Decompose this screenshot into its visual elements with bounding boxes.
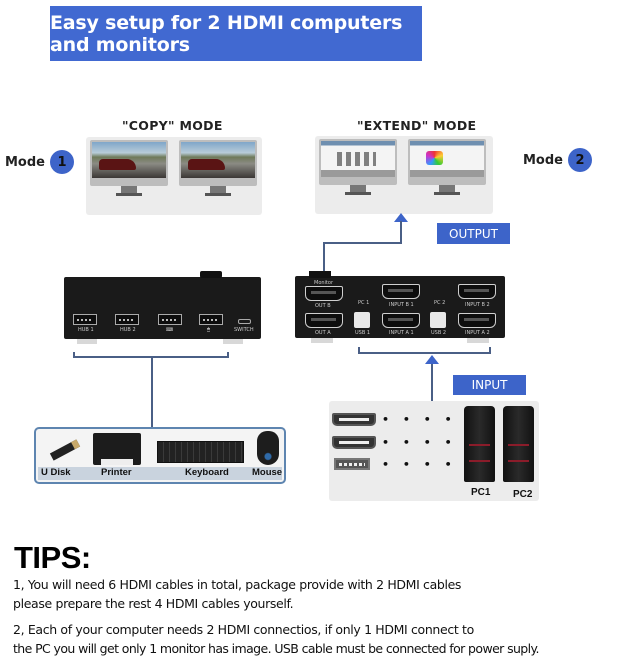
usb-b-port-1 [354, 312, 370, 328]
usb-port-mouse [199, 314, 223, 325]
switch-button [200, 271, 222, 278]
port-label: INPUT B 2 [465, 302, 490, 308]
port-label: HUB 1 [78, 327, 94, 333]
hdmi-port-out-a [305, 313, 343, 328]
port-label: HUB 2 [120, 327, 136, 333]
connection-dots: • • • • •> [382, 413, 492, 426]
output-tag: OUTPUT [437, 223, 510, 244]
peripheral-labels: U Disk Printer Keyboard Mouse [38, 467, 282, 480]
port-label: INPUT A 1 [389, 330, 414, 336]
printer-icon [93, 433, 141, 465]
mode-1-label: Mode 1 [5, 150, 74, 174]
tip-1-line-1: 1, You will need 6 HDMI cables in total,… [13, 577, 462, 592]
port-label: INPUT A 2 [465, 330, 490, 336]
printer-label: Printer [101, 467, 132, 478]
usb-cable-icon [334, 458, 370, 470]
mode-2-badge: 2 [568, 148, 592, 172]
connection-dots: • • • • •> [382, 458, 492, 471]
mouse-icon: 🖱 [207, 327, 211, 333]
input-panel: • • • • •> • • • • •> • • • • •> PC1 PC2 [329, 401, 539, 501]
tips-title: TIPS: [14, 540, 91, 575]
pc2-tower-icon [503, 406, 534, 482]
pc1-label: PC1 [471, 487, 491, 498]
hdmi-port-input-b2 [458, 284, 496, 299]
monitor-1 [319, 139, 397, 199]
mode-1-badge: 1 [50, 150, 74, 174]
monitor-1 [90, 140, 168, 200]
pc2-label: PC2 [513, 489, 533, 500]
port-label: USB 2 [431, 330, 447, 336]
tip-2-line-1: 2, Each of your computer needs 2 HDMI co… [13, 622, 474, 637]
port-label: Monitor [314, 280, 334, 286]
monitor-2 [408, 139, 486, 199]
extend-mode-monitors [315, 136, 493, 214]
web-page-extended-screen [410, 141, 484, 177]
racing-game-screen [92, 142, 166, 178]
tip-1-line-2: please prepare the rest 4 HDMI cables yo… [13, 596, 294, 611]
keyboard-icon [157, 441, 244, 463]
usb-disk-icon [46, 436, 82, 461]
port-label: OUT A [315, 330, 331, 336]
keyboard-icon: ⌨ [166, 327, 174, 333]
hdmi-port-input-a2 [458, 313, 496, 328]
extend-mode-title: "EXTEND" MODE [357, 118, 477, 133]
kvm-switch-front: HUB 1 HUB 2 ⌨ 🖱 SWITCH [64, 271, 261, 339]
port-label: PC 2 [434, 300, 446, 306]
mode-1-text: Mode [5, 154, 45, 170]
hdmi-port-out-b [305, 286, 343, 301]
port-label: SWITCH [234, 327, 254, 333]
usb-c-port [238, 319, 251, 324]
u-disk-label: U Disk [41, 467, 71, 478]
usb-b-port-2 [430, 312, 446, 328]
mouse-label: Mouse [252, 467, 283, 478]
kvm-switch-back: Monitor OUT B OUT A PC 1 USB 1 INPUT B 1… [295, 271, 505, 338]
mode-2-text: Mode [523, 152, 563, 168]
copy-mode-monitors [86, 137, 262, 215]
copy-mode-title: "COPY" MODE [122, 118, 223, 133]
usb-port-hub2 [115, 314, 139, 325]
usb-port-hub1 [73, 314, 97, 325]
input-tag: INPUT [453, 375, 526, 395]
hdmi-cable-icon [332, 436, 376, 449]
mouse-icon [257, 431, 279, 465]
hdmi-port-input-a1 [382, 313, 420, 328]
hdmi-port-input-b1 [382, 284, 420, 299]
mode-2-label: Mode 2 [523, 148, 592, 172]
port-label: INPUT B 1 [389, 302, 414, 308]
peripherals-panel: U Disk Printer Keyboard Mouse [34, 427, 286, 484]
web-page-screen [321, 141, 395, 177]
title-banner: Easy setup for 2 HDMI computers and moni… [50, 6, 422, 61]
pc1-tower-icon [464, 406, 495, 482]
port-label: PC 1 [358, 300, 370, 306]
monitor-tab [309, 271, 331, 278]
port-label: OUT B [315, 303, 331, 309]
usb-port-keyboard [158, 314, 182, 325]
hdmi-cable-icon [332, 413, 376, 426]
racing-game-screen [181, 142, 255, 178]
tip-2-line-2: the PC you will get only 1 monitor has i… [13, 641, 540, 656]
monitor-2 [179, 140, 257, 200]
connection-dots: • • • • •> [382, 436, 492, 449]
output-arrow-icon [394, 213, 408, 222]
input-arrow-icon [425, 355, 439, 364]
keyboard-label: Keyboard [185, 467, 229, 478]
port-label: USB 1 [355, 330, 371, 336]
